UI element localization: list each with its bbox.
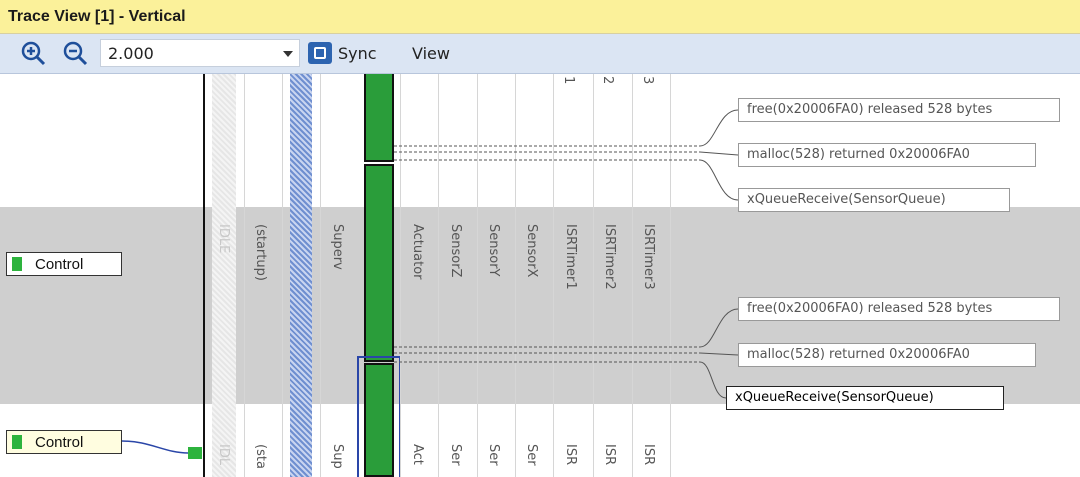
view-menu[interactable]: View (412, 44, 450, 63)
lane-divider (244, 74, 245, 477)
column-label: Ser (486, 444, 501, 466)
column-label: Sup (330, 444, 345, 469)
column-label: IDL (216, 444, 231, 466)
event-label-selected[interactable]: xQueueReceive(SensorQueue) (726, 386, 1004, 410)
window-title-bar: Trace View [1] - Vertical (0, 0, 1080, 34)
column-label: ISR (641, 444, 656, 466)
column-label-sensory: SensorY (486, 224, 501, 277)
event-connectors (121, 109, 739, 459)
column-label: Ser (524, 444, 539, 466)
column-label: Act (410, 444, 425, 465)
toolbar: 2.000 Sync View (0, 34, 1080, 74)
column-label: (sta (253, 444, 268, 469)
lane-divider (632, 74, 633, 477)
actor-color-swatch (12, 257, 22, 271)
idle-column (212, 74, 236, 477)
lane-divider (400, 74, 401, 477)
event-label[interactable]: malloc(528) returned 0x20006FA0 (738, 143, 1036, 167)
column-label-sensorz: SensorZ (448, 224, 463, 278)
column-label-sensorx: SensorX (524, 224, 539, 278)
actuator-execution-bar[interactable] (364, 74, 394, 162)
actor-panel-divider (203, 74, 205, 477)
column-label: 1 (561, 76, 576, 85)
actuator-execution-bar[interactable] (364, 164, 394, 362)
column-label: ISR (602, 444, 617, 466)
trace-canvas[interactable]: 1 2 3 IDLE (startup) Superv Actuator Sen… (0, 74, 1080, 477)
column-label-isrtimer1: ISRTimer1 (563, 224, 578, 290)
column-label: ISR (563, 444, 578, 466)
actuator-execution-bar[interactable] (364, 363, 394, 477)
actor-color-swatch (12, 435, 22, 449)
window-title: Trace View [1] - Vertical (8, 8, 186, 25)
lane-divider (670, 74, 671, 477)
zoom-in-icon[interactable] (20, 40, 46, 66)
event-label[interactable]: free(0x20006FA0) released 528 bytes (738, 98, 1060, 122)
column-label-superv: Superv (330, 224, 345, 270)
actor-chip-control[interactable]: Control (6, 252, 122, 276)
lane-divider (593, 74, 594, 477)
column-label-actuator: Actuator (410, 224, 425, 280)
column-label: 3 (640, 76, 655, 85)
zoom-out-icon[interactable] (62, 40, 88, 66)
lane-divider (320, 74, 321, 477)
column-label-isrtimer2: ISRTimer2 (602, 224, 617, 290)
actor-chip-control[interactable]: Control (6, 430, 122, 454)
superv-activity-column (290, 74, 312, 477)
zoom-level-value: 2.000 (108, 44, 154, 63)
column-label: 2 (600, 76, 615, 85)
event-label[interactable]: xQueueReceive(SensorQueue) (738, 188, 1010, 212)
column-label-isrtimer3: ISRTimer3 (641, 224, 656, 290)
lane-divider (477, 74, 478, 477)
event-label[interactable]: free(0x20006FA0) released 528 bytes (738, 297, 1060, 321)
zoom-level-select[interactable]: 2.000 (100, 39, 300, 67)
column-label: Ser (448, 444, 463, 466)
sync-button[interactable]: Sync (338, 44, 377, 63)
column-label-idle: IDLE (216, 224, 231, 254)
lane-divider (438, 74, 439, 477)
column-label-startup: (startup) (253, 224, 268, 281)
chevron-down-icon[interactable] (283, 51, 293, 57)
lane-divider (553, 74, 554, 477)
event-label[interactable]: malloc(528) returned 0x20006FA0 (738, 343, 1036, 367)
lane-divider (515, 74, 516, 477)
lane-divider (282, 74, 283, 477)
sync-icon[interactable] (308, 42, 332, 64)
